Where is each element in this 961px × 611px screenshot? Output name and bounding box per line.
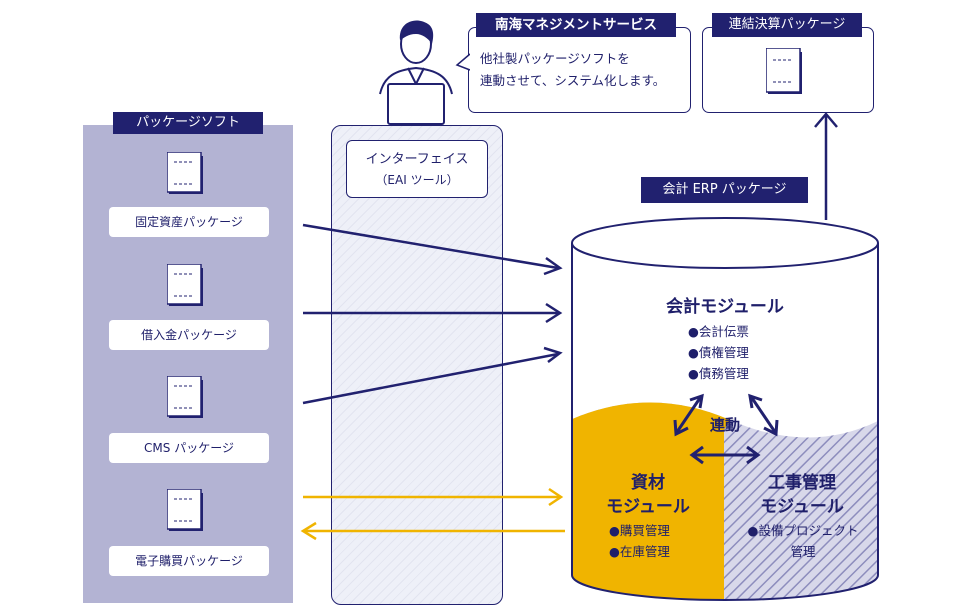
consolidated-package-title: 連結決算パッケージ <box>712 13 862 37</box>
document-icon <box>167 489 203 531</box>
document-icon <box>167 264 203 306</box>
cms-package-label: CMS パッケージ <box>109 433 269 463</box>
materials-module-items: ●購買管理 ●在庫管理 <box>609 520 670 562</box>
item-purchasing: ●購買管理 <box>609 523 670 538</box>
interface-box: インターフェイス （EAI ツール） <box>346 140 488 198</box>
bubble-tail <box>455 52 473 74</box>
cylinder-top <box>571 217 879 269</box>
interface-title: インターフェイス <box>365 152 469 167</box>
speech-bubble <box>468 27 691 113</box>
company-message: 他社製パッケージソフトを 連動させて、システム化します。 <box>480 48 685 92</box>
construction-module-title: 工事管理 モジュール <box>732 471 872 519</box>
message-line-1: 他社製パッケージソフトを <box>480 51 630 66</box>
materials-module-title: 資材 モジュール <box>578 471 718 519</box>
person-icon <box>379 20 453 125</box>
arrow-cms <box>302 352 559 405</box>
item-facility-project: ●設備プロジェクト <box>747 523 859 538</box>
item-accounting-voucher: ●会計伝票 <box>688 324 749 339</box>
document-icon <box>167 376 203 418</box>
package-software-title: パッケージソフト <box>113 112 263 134</box>
item-inventory: ●在庫管理 <box>609 544 670 559</box>
interface-subtitle: （EAI ツール） <box>375 173 459 187</box>
link-label: 連動 <box>709 416 740 434</box>
materials-title-line-1: 資材 <box>631 473 665 493</box>
company-name: 南海マネジメントサービス <box>476 13 676 37</box>
item-facility-project-cont: 管理 <box>790 544 816 559</box>
accounting-module-items: ●会計伝票 ●債権管理 ●債務管理 <box>688 321 749 384</box>
e-procurement-package-label: 電子購買パッケージ <box>109 546 269 576</box>
accounting-module-title: 会計モジュール <box>666 297 784 317</box>
construction-title-line-1: 工事管理 <box>768 473 836 493</box>
document-icon <box>766 48 802 94</box>
message-line-2: 連動させて、システム化します。 <box>480 73 666 88</box>
arrow-fixed-asset <box>302 223 559 270</box>
item-receivables: ●債権管理 <box>688 345 749 360</box>
construction-title-line-2: モジュール <box>760 497 844 517</box>
document-icon <box>167 152 203 194</box>
erp-package-title: 会計 ERP パッケージ <box>641 177 808 203</box>
loan-package-label: 借入金パッケージ <box>109 320 269 350</box>
item-payables: ●債務管理 <box>688 366 749 381</box>
fixed-asset-package-label: 固定資産パッケージ <box>109 207 269 237</box>
materials-title-line-2: モジュール <box>606 497 690 517</box>
interface-column <box>331 125 503 605</box>
construction-module-items: ●設備プロジェクト 管理 <box>736 520 870 562</box>
